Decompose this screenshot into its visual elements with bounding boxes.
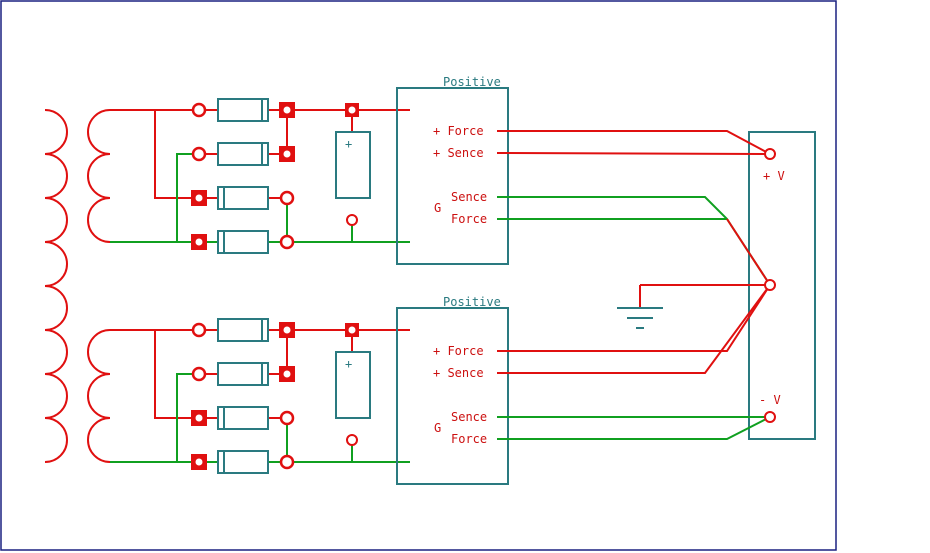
capacitor-polarity: + (345, 357, 352, 371)
plus-v-label: + V (763, 169, 785, 183)
bottom-force-g-wire (497, 416, 771, 440)
top-force-pos-wire (497, 130, 771, 155)
pad-round (279, 410, 295, 426)
top-sense-pos-wire (496, 152, 771, 155)
diode (217, 450, 269, 474)
wire (176, 373, 199, 462)
pad-round (279, 454, 295, 470)
diode (217, 230, 269, 254)
pin-label-force-g: Force (451, 432, 487, 446)
module-title: Positive (443, 295, 501, 309)
diode (217, 98, 269, 122)
bottom-sense-pos-wire (497, 284, 771, 374)
secondary-coil (87, 329, 111, 463)
drawing-frame (0, 0, 837, 551)
pad-round (279, 190, 295, 206)
plus-v-terminal (764, 148, 776, 160)
pad-round (191, 366, 207, 382)
module-title: Positive (443, 75, 501, 89)
diode (217, 406, 269, 430)
pin-label-sense-g: Sence (451, 410, 487, 424)
pin-label-sense-pos: + Sence (433, 366, 484, 380)
regulator-module (396, 307, 509, 485)
pin-label-sense-pos: + Sence (433, 146, 484, 160)
transformer-primary-coil (44, 109, 68, 463)
diode (217, 142, 269, 166)
ground-icon (617, 307, 663, 329)
midpoint-wire-a (726, 218, 771, 286)
capacitor (335, 131, 371, 199)
diode (217, 186, 269, 210)
wire (154, 330, 199, 419)
capacitor-polarity: + (345, 137, 352, 151)
mid-terminal (764, 279, 776, 291)
secondary-coil (87, 109, 111, 243)
pin-label-force-pos: + Force (433, 344, 484, 358)
wire (154, 110, 199, 199)
cap-pad-round (346, 214, 358, 226)
diode (217, 362, 269, 386)
pad-round (191, 102, 207, 118)
pad-round (191, 146, 207, 162)
pin-label-sense-g: Sence (451, 190, 487, 204)
wire (176, 153, 199, 242)
pad-round (279, 234, 295, 250)
output-wiring (496, 130, 771, 440)
bottom-force-pos-wire (497, 284, 771, 352)
minus-v-terminal (764, 411, 776, 423)
pin-label-force-g: Force (451, 212, 487, 226)
top-sense-g-wire (497, 196, 771, 286)
minus-v-label: - V (759, 393, 781, 407)
cap-pad-round (346, 434, 358, 446)
pin-label-g: G (434, 421, 441, 435)
pin-label-g: G (434, 201, 441, 215)
pin-label-force-pos: + Force (433, 124, 484, 138)
pad-round (191, 322, 207, 338)
diode (217, 318, 269, 342)
capacitor (335, 351, 371, 419)
regulator-module (396, 87, 509, 265)
